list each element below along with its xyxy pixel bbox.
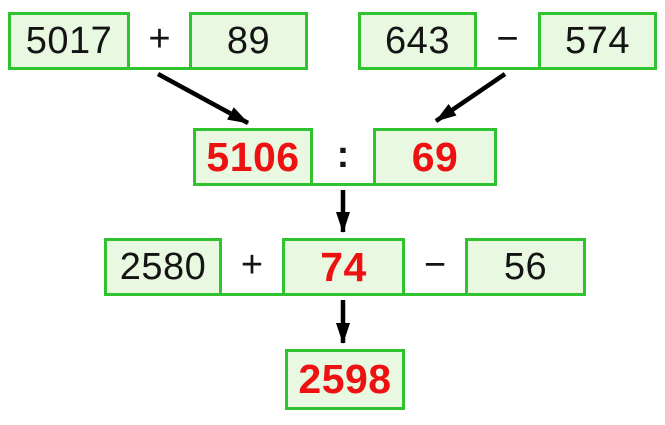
result-box-74: 74: [282, 238, 405, 296]
result-box-69: 69: [373, 128, 497, 186]
arrow-difference-to-divisor: [434, 72, 507, 123]
operator-colon-division: :: [313, 128, 373, 186]
operand-box-56: 56: [465, 238, 586, 296]
final-result-box-2598: 2598: [285, 349, 405, 410]
arrow-sum-to-dividend: [156, 72, 250, 125]
operator-plus-top: +: [130, 12, 189, 70]
operand-box-2580: 2580: [104, 238, 222, 296]
operand-box-89: 89: [189, 12, 308, 70]
operator-plus-bottom: +: [222, 238, 282, 296]
operand-box-5017: 5017: [8, 12, 130, 70]
operator-minus-top: −: [477, 12, 538, 70]
operand-box-643: 643: [358, 12, 477, 70]
operand-box-574: 574: [538, 12, 657, 70]
operator-minus-bottom: −: [405, 238, 465, 296]
result-box-5106: 5106: [193, 128, 313, 186]
